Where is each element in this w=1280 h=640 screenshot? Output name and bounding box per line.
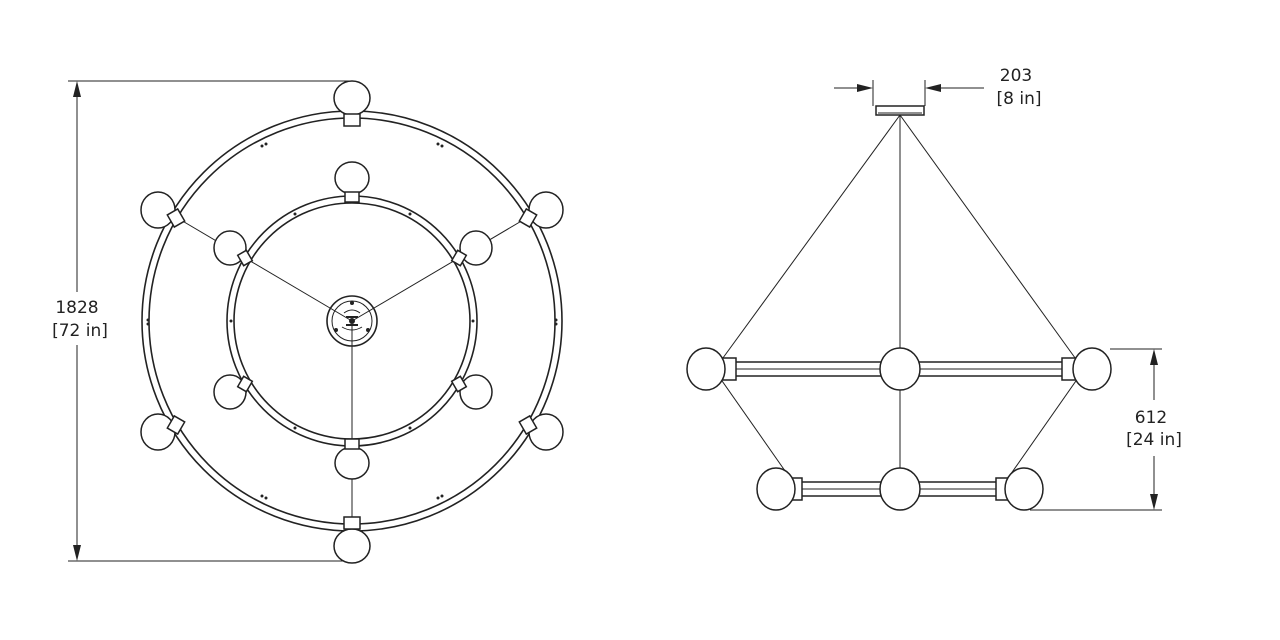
globe-outer-lower-right [518, 413, 564, 451]
globe-outer-top [333, 80, 371, 127]
cable-lower-right [1007, 377, 1079, 479]
globe-inner-upper-left [213, 230, 254, 267]
overall-dimension: 1828 [72 in] [52, 80, 352, 562]
canopy [875, 105, 925, 116]
suspension-cables [719, 114, 1079, 479]
suspension-arms [173, 215, 531, 527]
globe-outer-upper-right [518, 191, 564, 229]
cable-left [719, 114, 901, 363]
arrow-up-icon [73, 81, 81, 97]
globe-lower-center [879, 467, 921, 511]
ring-spacing-in: [24 in] [1126, 430, 1182, 450]
arrow-left-icon [925, 84, 941, 92]
globe-upper-right [1072, 347, 1112, 391]
cable-lower-left [719, 377, 791, 479]
top-view: 1828 [72 in] [52, 80, 564, 564]
outer-globes [140, 80, 564, 564]
ring-spacing-dimension: 612 [24 in] [1030, 348, 1182, 511]
globe-inner-lower-right [450, 374, 493, 410]
canopy-dimension-in: [8 in] [997, 89, 1042, 109]
globe-outer-lower-left [140, 413, 186, 451]
overall-dimension-in: [72 in] [52, 321, 108, 341]
globe-inner-top [334, 161, 370, 203]
globe-inner-upper-right [450, 230, 493, 267]
canopy-dimension-mm: 203 [1000, 66, 1032, 86]
central-hub [326, 295, 378, 347]
globe-outer-bottom [333, 516, 371, 564]
globe-inner-lower-left [213, 374, 254, 410]
arrow-right-icon [857, 84, 873, 92]
globe-lower-right [1004, 467, 1044, 511]
globe-outer-upper-left [140, 191, 186, 229]
globe-upper-center [879, 347, 921, 391]
arm-left [173, 215, 353, 322]
arrow-down-icon [1150, 494, 1158, 510]
globe-lower-left [756, 467, 796, 511]
lower-ring-side [756, 467, 1044, 511]
cable-right [899, 114, 1079, 363]
ring-markers [146, 142, 558, 500]
upper-ring-side [686, 347, 1112, 391]
globe-upper-left [686, 347, 726, 391]
arrow-down-icon [73, 545, 81, 561]
globe-inner-bottom [334, 438, 370, 480]
arrow-up-icon [1150, 349, 1158, 365]
canopy-dimension: 203 [8 in] [834, 66, 1041, 109]
overall-dimension-mm: 1828 [55, 298, 98, 318]
arm-right [351, 215, 531, 322]
side-view: 203 [8 in] [686, 66, 1182, 511]
ring-spacing-mm: 612 [1135, 408, 1167, 428]
inner-globes [213, 161, 493, 480]
